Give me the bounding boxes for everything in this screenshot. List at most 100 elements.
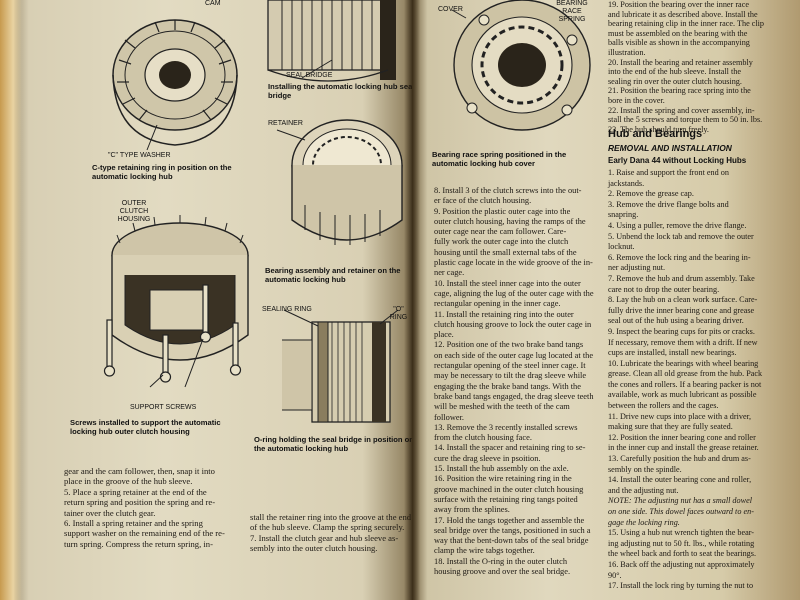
figure-caption: Bearing race spring positioned in the au… (432, 150, 567, 168)
text-line: must be assembled on the bearing with th… (608, 28, 748, 38)
text-line: gear and the cam follower, then, snap it… (64, 466, 215, 476)
section-subheading: REMOVAL AND INSTALLATION (608, 143, 732, 153)
text-line: 17. Install the lock ring by turning the… (608, 581, 754, 591)
text-line: rectangular opening of the steel inner c… (434, 361, 586, 371)
text-line: grease. Clean all old grease from the hu… (608, 369, 763, 379)
section-subsubheading: Early Dana 44 without Locking Hubs (608, 156, 747, 165)
middle-text-column: 8. Install 3 of the clutch screws into t… (434, 186, 594, 577)
retainer-label: RETAINER (268, 120, 303, 127)
text-line: 7. Install the clutch gear and hub sleev… (250, 532, 399, 543)
figure-caption: O-ring holding the seal bridge in positi… (254, 435, 412, 453)
figure-caption: Screws installed to support the automati… (70, 418, 221, 436)
text-line: stall the 5 screws and torque them to 50… (608, 115, 763, 125)
text-line: of the hub sleeve. Clamp the spring secu… (250, 522, 405, 533)
text-line: sealing rin over the outer clutch housin… (608, 76, 742, 86)
text-line: 18. Install the O-ring in the outer clut… (434, 556, 568, 566)
text-line: may be necessary to tilt the drag sleeve… (434, 371, 587, 381)
text-line: 2. Remove the grease cap. (608, 189, 694, 199)
seal-bridge-illustration (267, 0, 396, 82)
text-line: care not to drop the outer bearing. (608, 284, 720, 294)
text-line: brake band tangs engaged, the drag sleev… (434, 391, 594, 401)
text-line: the cones and rollers. If a bearing pack… (608, 379, 762, 389)
hub-gear-illustration (112, 19, 238, 151)
text-line: ner cage. (434, 268, 465, 278)
text-line: turn spring. Compress the return spring,… (64, 538, 213, 549)
text-line: ner adjusting nut. (608, 263, 666, 273)
text-line: 1. Raise and support the front end on (608, 168, 729, 177)
text-line: 12. Position one of the two brake band t… (434, 340, 584, 350)
text-line: 3. Remove the drive flange bolts and (608, 199, 729, 209)
text-line: clamp the wire tabgs together. (434, 546, 535, 556)
text-line: 11. Drive new cups into place with a dri… (608, 411, 752, 421)
text-line: the wheel back and forth to seat the bea… (608, 549, 757, 559)
figure-caption: C-type retaining ring in position on the… (92, 163, 232, 181)
text-line: fully drive the inner bearing cone and g… (608, 305, 755, 315)
text-line: 19. Position the bearing over the inner … (608, 0, 749, 9)
text-line: 14. Install the outer bearing cone and r… (608, 475, 752, 485)
text-line: into the end of the hub sleeve. Install … (608, 67, 742, 77)
text-line: 8. Install 3 of the clutch screws into t… (434, 186, 582, 195)
figure-caption: Bearing assembly and retainer on the aut… (265, 266, 401, 284)
bearing-cover-illustration (451, 0, 591, 131)
left-text-column-2: stall the retainer ring into the groove … (250, 512, 411, 554)
text-line: way that the bent-down tabs of the seal … (434, 536, 589, 546)
o-ring-label: "O" RING (389, 306, 408, 321)
text-line: and the adjusting nut. (608, 485, 679, 495)
text-line: 6. Install a spring retainer and the spr… (64, 518, 203, 529)
text-line: snapring. (608, 210, 639, 220)
text-line: 5. Place a spring retainer at the end of… (64, 486, 207, 497)
text-line: on each side of the outer cage lug locat… (434, 350, 594, 360)
o-ring-illustration (282, 309, 399, 423)
text-line: cups are installed, install new bearings… (608, 348, 737, 358)
text-line: 4. Using a puller, remove the drive flan… (608, 220, 747, 230)
text-line: fully work the outer cage into the clutc… (434, 237, 569, 247)
figure-caption: Installing the automatic locking hub sea… (268, 82, 412, 100)
text-line: from the clutch housing face. (434, 433, 532, 443)
text-line: housing groove and over the seal bridge. (434, 566, 571, 576)
text-line: 22. Install the spring and cover assembl… (608, 105, 755, 115)
text-line: er face of the clutch housing. (434, 196, 532, 206)
text-line: cage, aligning the lug of the outer cage… (434, 288, 594, 298)
text-line: locknut. (608, 242, 635, 252)
text-line: ing adjusting nut to 50 ft. lbs., while … (608, 538, 755, 548)
text-line: 8. Lay the hub on a clean work surface. … (608, 295, 758, 305)
text-line: follower. (434, 412, 465, 422)
text-line: 9. Position the plastic outer cage into … (434, 206, 571, 216)
text-line: 14. Install the spacer and retaining rin… (434, 443, 586, 453)
text-line: groove machined in the outer clutch hous… (434, 484, 584, 494)
text-line: 23. The hub should turn freely. (608, 124, 709, 134)
left-text-column: gear and the cam follower, then, snap it… (64, 466, 225, 549)
text-line: 20. Install the bearing and retainer ass… (608, 57, 753, 67)
text-line: 7. Remove the hub and drum assembly. Tak… (608, 273, 755, 283)
text-line: available, work as much lubricant as pos… (608, 390, 757, 400)
page-edge (0, 0, 22, 600)
text-line: place in the groove of the hub sleeve. (64, 476, 193, 487)
text-line: seal bridge over the tangs, positioned i… (434, 525, 591, 535)
text-line: support washer on the remaining end of t… (64, 528, 225, 539)
text-line: between the rollers and the cages. (608, 401, 719, 411)
section-heading: Hub and Bearings (608, 128, 703, 140)
support-screws-label: SUPPORT SCREWS (130, 404, 197, 411)
text-line: 15. Install the hub assembly on the axle… (434, 464, 569, 474)
text-line: 9. Inspect the bearing cups for pits or … (608, 326, 755, 336)
text-line: cure the drag sleeve in psoition. (434, 453, 541, 463)
text-line: 13. Remove the 3 recently installed scre… (434, 422, 578, 432)
text-line: stall the retainer ring into the groove … (250, 512, 412, 522)
text-line: 10. Lubricate the bearings with wheel be… (608, 358, 759, 368)
text-line: 16. Back off the adjusting nut approxima… (608, 559, 755, 569)
outer-clutch-housing-label: OUTER CLUTCH HOUSING (110, 200, 158, 224)
bearing-race-spring-label: BEARING RACE SPRING (556, 0, 588, 23)
text-line: away from the splines. (434, 505, 510, 515)
note-line: gage the locking ring. (608, 517, 680, 527)
text-line: 6. Remove the lock ring and the bearing … (608, 252, 751, 262)
text-line: will be meshed with the teeth of the cam (434, 402, 570, 412)
retainer-illustration (276, 119, 403, 245)
sealing-ring-label: SEALING RING (262, 306, 312, 313)
text-line: and lubricate it as described above. Ins… (608, 9, 758, 19)
text-line: in the inner cup and install the grease … (608, 443, 759, 453)
text-line: 21. Position the bearing race spring int… (608, 86, 751, 96)
text-line: sembly into the outer clutch housing. (250, 543, 378, 554)
right-text-column-bottom: 1. Raise and support the front end on ja… (608, 168, 762, 592)
text-line: 17. Hold the tangs together and assemble… (434, 515, 585, 525)
seal-bridge-label: SEAL BRIDGE (286, 72, 333, 79)
